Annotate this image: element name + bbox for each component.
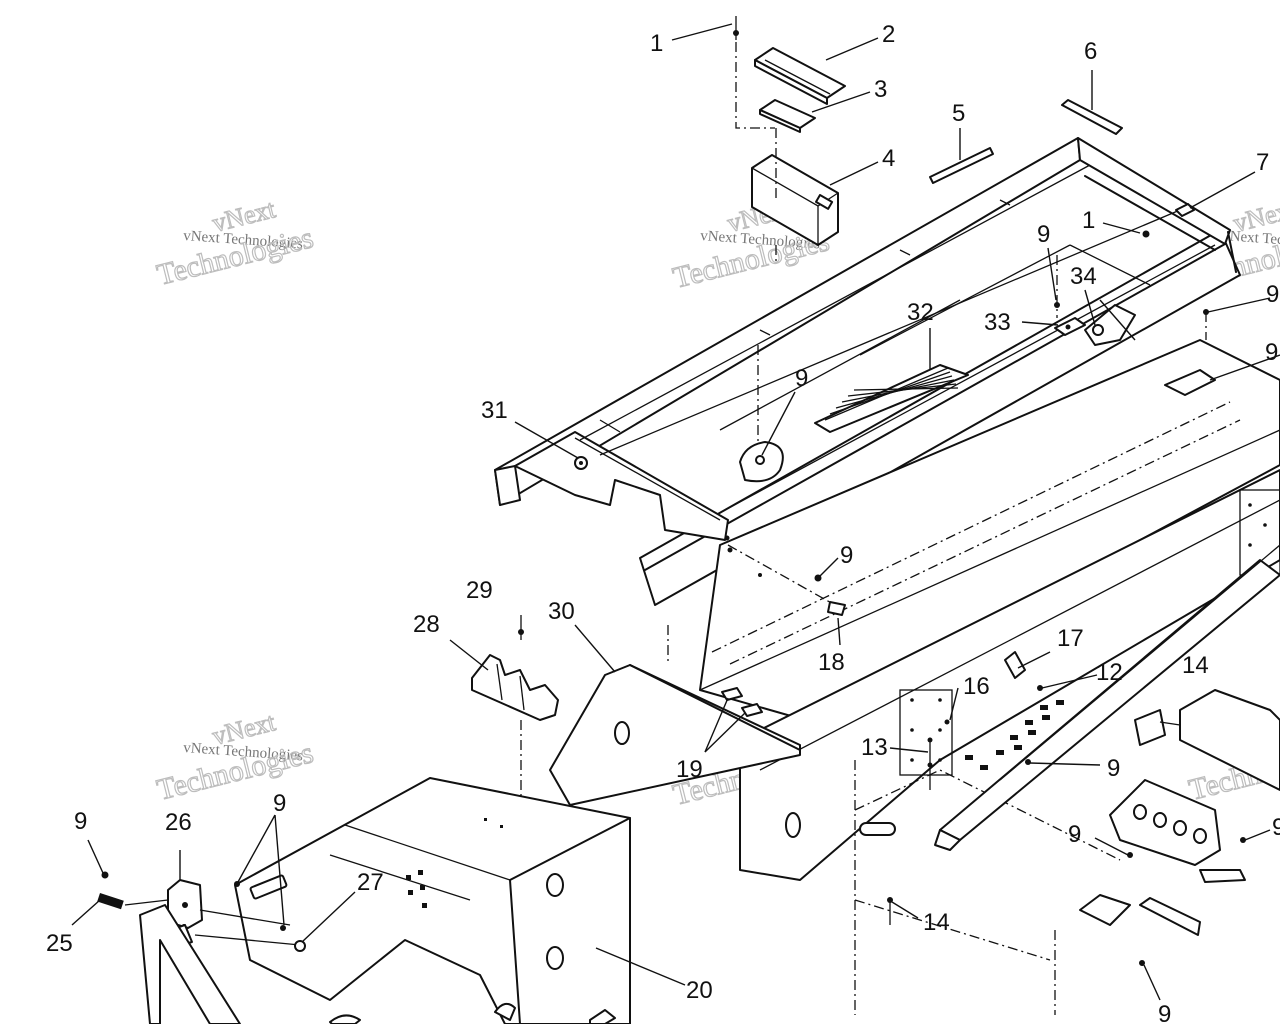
callout-1-top: 1 — [650, 30, 663, 57]
pad-part-2 — [754, 47, 846, 105]
callout-9-f: 9 — [1068, 821, 1081, 848]
callout-28: 28 — [413, 611, 440, 638]
callout-26: 26 — [165, 809, 192, 836]
callout-19: 19 — [676, 756, 703, 783]
callout-3: 3 — [874, 76, 887, 103]
rivet-part-12 — [1037, 685, 1043, 691]
strip-part-6 — [1061, 99, 1123, 135]
callout-16: 16 — [963, 673, 990, 700]
rivets-lower-right — [1025, 309, 1246, 966]
bracket-part-33 — [1054, 255, 1086, 336]
frame-lower-left — [101, 871, 361, 1024]
leader-lines — [71, 23, 1280, 1001]
callout-9-k: 9 — [1265, 339, 1278, 366]
callout-32: 32 — [907, 299, 934, 326]
callout-9-a: 9 — [1037, 221, 1050, 248]
clip-right-edge — [1164, 369, 1216, 396]
front-frame-part-20 — [234, 777, 631, 1024]
decal-part-17 — [1004, 651, 1026, 679]
callout-9-j: 9 — [74, 808, 87, 835]
module-part-14-upper — [1134, 689, 1280, 791]
callout-20: 20 — [686, 977, 713, 1004]
callout-13: 13 — [861, 734, 888, 761]
callout-18: 18 — [818, 649, 845, 676]
tabs-part-19 — [721, 687, 763, 717]
watermark-left-bottom: vNext vNext Technologies Technologies — [153, 707, 317, 808]
callout-2: 2 — [882, 21, 895, 48]
callout-17: 17 — [1057, 625, 1084, 652]
callout-9-c: 9 — [795, 365, 808, 392]
callout-12: 12 — [1096, 659, 1123, 686]
callout-9-e: 9 — [1107, 755, 1120, 782]
callout-9-h: 9 — [273, 790, 286, 817]
watermark-left-top: vNext vNext Technologies Technologies — [153, 194, 317, 293]
callout-25: 25 — [46, 930, 73, 957]
bracket-part-28 — [471, 654, 559, 721]
callout-14-lower: 14 — [923, 909, 950, 936]
callout-4: 4 — [882, 145, 895, 172]
rivet-part-14-lower — [887, 897, 893, 925]
callout-9-i: 9 — [1158, 1001, 1171, 1024]
chassis-body — [699, 339, 1280, 1015]
bolt-part-25 — [97, 893, 169, 910]
callout-7: 7 — [1256, 149, 1269, 176]
clip-part-7 — [1175, 203, 1195, 217]
callout-6: 6 — [1084, 38, 1097, 65]
nut-part-31 — [574, 456, 588, 470]
callout-31: 31 — [481, 397, 508, 424]
callout-29: 29 — [466, 577, 493, 604]
callout-33: 33 — [984, 309, 1011, 336]
callout-27: 27 — [357, 869, 384, 896]
cover-part-4 — [751, 128, 839, 262]
nut-part-9-mid — [814, 574, 822, 582]
callout-14-upper: 14 — [1182, 652, 1209, 679]
callout-9-d: 9 — [840, 542, 853, 569]
rivet-part-1-right — [1142, 230, 1150, 238]
bolt-part-18 — [727, 544, 846, 616]
rivet-part-1-top — [733, 16, 775, 129]
callout-5: 5 — [952, 100, 965, 127]
pad-part-3 — [759, 99, 816, 133]
callout-9-g: 9 — [1272, 814, 1280, 841]
callout-1-right: 1 — [1082, 207, 1095, 234]
gusset-part-9-center — [739, 345, 784, 483]
grate-part-32 — [814, 364, 969, 433]
rivet-part-13 — [927, 737, 933, 790]
callout-9-b: 9 — [1266, 281, 1279, 308]
bracket-part-34 — [1084, 304, 1136, 346]
dot-pair-tunnel — [724, 535, 762, 577]
rivet-part-16 — [944, 719, 950, 725]
callout-30: 30 — [548, 598, 575, 625]
callout-34: 34 — [1070, 263, 1097, 290]
strip-part-5 — [929, 147, 994, 184]
hole-pattern — [965, 700, 1064, 770]
callout-labels: 1 2 3 4 5 6 7 1 9 34 9 32 33 9 31 9 29 2… — [46, 21, 1280, 1024]
rivet-part-29 — [518, 615, 524, 830]
tunnel-rail-assembly — [494, 137, 1241, 606]
